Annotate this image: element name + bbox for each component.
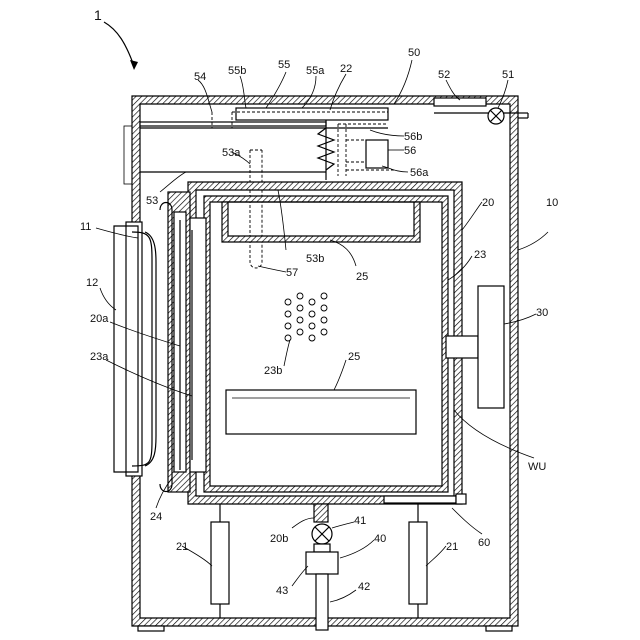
label-ref-23a: 23a: [90, 351, 109, 363]
label-ref-53b: 53b: [306, 253, 324, 265]
label-ref-21-right: 21: [446, 541, 458, 553]
label-ref-23: 23: [474, 249, 486, 261]
channel-57: [250, 150, 262, 268]
label-ref-24: 24: [150, 511, 162, 523]
heater: [318, 120, 394, 180]
label-ref-53a: 53a: [222, 147, 241, 159]
drain-system: [306, 524, 338, 630]
sensor-60: [384, 494, 466, 504]
label-ref-42: 42: [358, 581, 370, 593]
lifter-bottom: [226, 390, 416, 434]
label-ref-57: 57: [286, 267, 298, 279]
label-ref-11: 11: [80, 221, 91, 233]
door: [114, 222, 156, 476]
valve-51: [488, 108, 504, 124]
label-ref-30: 30: [536, 307, 548, 319]
label-ref-10: 10: [546, 197, 558, 209]
label-ref-21-left: 21: [176, 541, 188, 553]
label-ref-22: 22: [340, 63, 352, 75]
label-ref-1: 1: [94, 7, 102, 23]
label-ref-60: 60: [478, 537, 490, 549]
label-ref-20a: 20a: [90, 313, 109, 325]
ref-arrow-1: [104, 22, 138, 70]
label-ref-51: 51: [502, 69, 514, 81]
label-ref-23b: 23b: [264, 365, 282, 377]
label-ref-55: 55: [278, 59, 290, 71]
label-ref-55a: 55a: [306, 65, 325, 77]
label-ref-50: 50: [408, 47, 420, 59]
label-ref-12: 12: [86, 277, 98, 289]
label-ref-41: 41: [354, 515, 366, 527]
label-ref-WU: WU: [528, 461, 546, 473]
label-ref-54: 54: [194, 71, 206, 83]
drum-holes: [285, 293, 327, 341]
label-ref-56a: 56a: [410, 167, 429, 179]
label-ref-20: 20: [482, 197, 494, 209]
label-ref-20b: 20b: [270, 533, 288, 545]
label-ref-53: 53: [146, 195, 158, 207]
label-ref-25-top: 25: [356, 271, 368, 283]
label-ref-40: 40: [374, 533, 386, 545]
lifter-top: [222, 202, 420, 242]
label-ref-43: 43: [276, 585, 288, 597]
label-ref-55b: 55b: [228, 65, 246, 77]
label-ref-52: 52: [438, 69, 450, 81]
label-ref-56: 56: [404, 145, 416, 157]
label-ref-25-bottom: 25: [348, 351, 360, 363]
label-ref-56b: 56b: [404, 131, 422, 143]
